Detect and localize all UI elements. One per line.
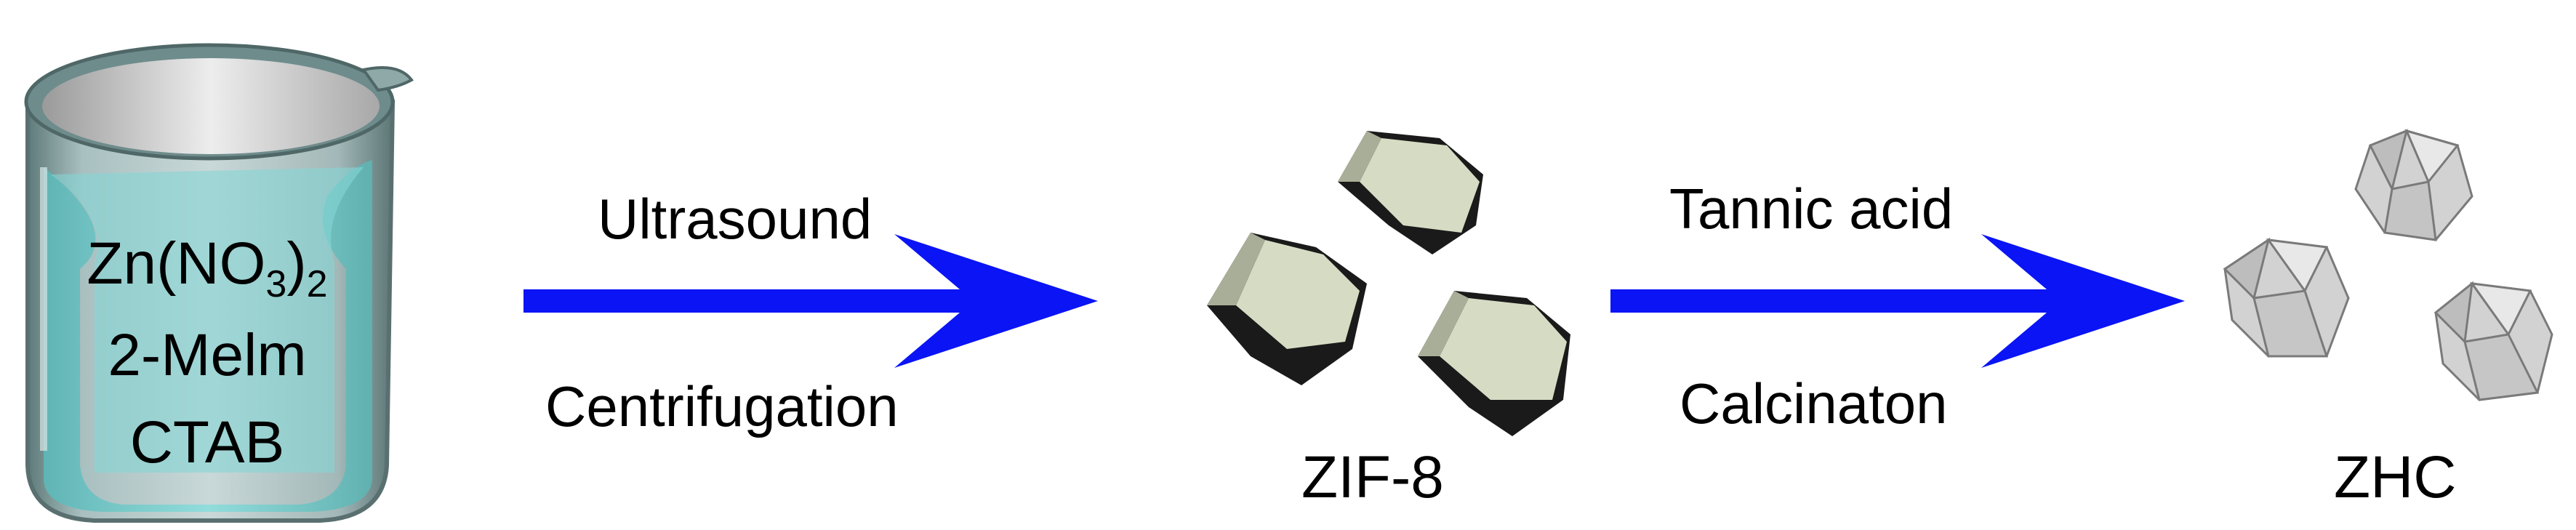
zhc-crystal-3 xyxy=(2433,281,2553,401)
arrow-step-1 xyxy=(523,234,1098,368)
zif8-crystal-1 xyxy=(1338,131,1483,254)
beaker-illustration xyxy=(24,43,414,523)
beaker-reagent-3: CTAB xyxy=(129,409,285,475)
beaker-reagent-2: 2-Melm xyxy=(108,322,307,388)
zif8-crystal-3 xyxy=(1418,291,1570,436)
step2-condition-below: Calcinaton xyxy=(1680,372,1948,435)
step1-condition-above: Ultrasound xyxy=(598,187,872,251)
beaker-reagent-1: Zn(NO3)2 xyxy=(87,230,328,305)
zhc-crystal-1 xyxy=(2354,129,2473,241)
zhc-label: ZHC xyxy=(2334,444,2457,510)
zif8-crystals xyxy=(1207,131,1570,436)
zif8-label: ZIF-8 xyxy=(1301,444,1444,510)
zhc-crystal-2 xyxy=(2223,237,2350,358)
step1-condition-below: Centrifugation xyxy=(545,374,899,438)
zhc-crystals xyxy=(2223,129,2553,401)
zif8-crystal-2 xyxy=(1207,233,1367,385)
beaker-spout xyxy=(361,66,414,92)
arrow-step-2 xyxy=(1610,234,2185,368)
step2-condition-above: Tannic acid xyxy=(1669,177,1954,241)
